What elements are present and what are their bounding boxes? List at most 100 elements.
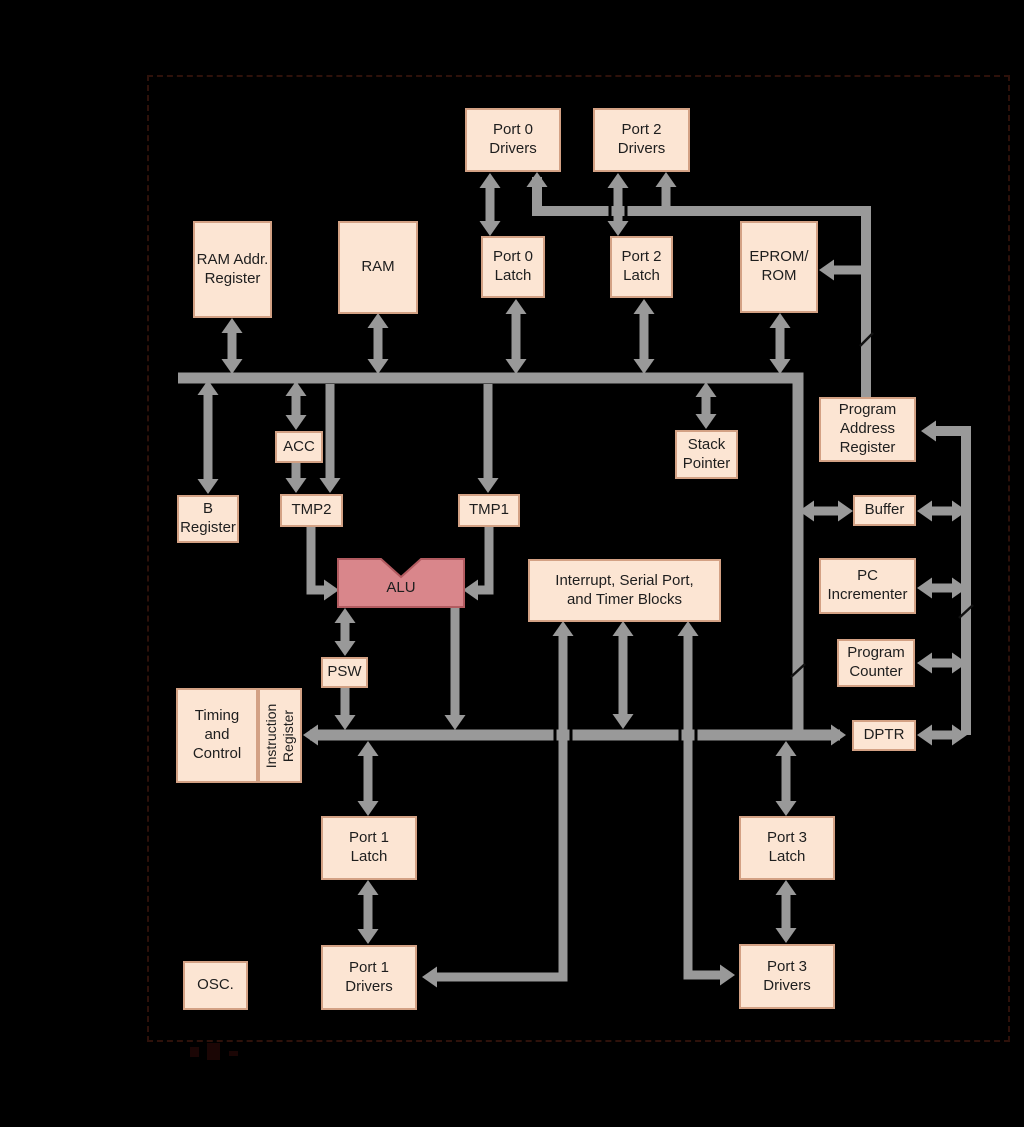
connector-trunk-right [929,426,971,735]
box-label: ALU [386,578,416,596]
box-label: Port 0 Drivers [489,121,537,157]
box-port-1-latch: Port 1 Latch [321,816,417,880]
arrowhead-alu-psw [334,608,356,623]
arrowhead-ram-addr-bus [221,359,243,374]
arrowhead-port1-latch-drivers [357,880,379,895]
box-label: OSC. [197,976,234,994]
arrowhead-port1-latch-bus [357,741,379,756]
box-label: Instruction Register [263,703,296,768]
box-label: RAM [361,258,395,276]
arrowhead-dptr-right [952,724,967,746]
box-interrupt-serial-timer: Interrupt, Serial Port, and Timer Blocks [528,559,721,622]
arrowhead-port3-latch-drivers [775,928,797,943]
connector-bus-main [178,372,804,733]
arrowhead-interrupt-port1-drivers [422,966,437,988]
bus-width-slash [958,604,974,619]
box-label: Buffer [864,501,905,519]
arrowhead-buffer-right [952,500,967,522]
box-label: Program Counter [847,644,905,680]
box-label: RAM Addr. Register [196,250,269,287]
arrowhead-stack-pointer-bus [695,382,717,397]
arrowhead-bus-tmp1 [477,478,499,493]
box-label: TMP2 [291,501,332,519]
arrowhead-dptr-right [917,724,932,746]
box-label: Port 2 Latch [621,248,662,284]
arrowhead-ram-bus [367,313,389,328]
arrowhead-port1-latch-bus [357,801,379,816]
box-instruction-register: Instruction Register [258,688,302,783]
arrowhead-interrupt-port3-drivers [677,621,699,636]
box-label: Port 3 Drivers [763,957,811,994]
box-stack-pointer: Stack Pointer [675,430,738,479]
faint-caption-mark [207,1043,220,1060]
connector-tmp2-alu [306,526,326,595]
arrowhead-ram-addr-bus [221,318,243,333]
arrowhead-port0-latch-bus [505,359,527,374]
box-label: Port 1 Drivers [345,958,393,995]
arrowhead-eprom-address-feed [819,259,834,281]
box-label: TMP1 [468,501,509,519]
box-label: Program Address Register [838,401,897,456]
box-label: Port 1 Latch [348,829,390,865]
arrowhead-acc-tmp2 [285,478,307,493]
arrowhead-ram-bus [367,359,389,374]
diagram-dashed-frame [147,75,1010,1042]
arrowhead-interrupt-bus [612,621,634,636]
arrowhead-alu-psw [334,641,356,656]
arrowhead-program-counter-right [917,652,932,674]
box-eprom-rom: EPROM/ ROM [740,221,818,313]
arrowhead-eprom-bus [769,359,791,374]
box-tmp1: TMP1 [458,494,520,527]
alu-shape [337,558,465,608]
crossing-gap-tick [569,725,573,745]
box-label: Port 3 Latch [766,829,808,865]
box-label: PC Incrementer [827,567,908,603]
arrowhead-port2-drivers-latch [607,221,629,236]
arrowhead-pc-incrementer-right [917,577,932,599]
arrowhead-buffer-left [838,500,853,522]
box-buffer: Buffer [853,495,916,526]
connector-interrupt-port1-drivers [436,634,568,982]
arrowhead-port2-drivers-feed [655,172,677,187]
arrowhead-port3-latch-bus [775,801,797,816]
crossing-gap-tick [624,201,628,221]
box-port-0-drivers: Port 0 Drivers [465,108,561,172]
crossing-gap-tick [608,201,612,221]
box-port-2-drivers: Port 2 Drivers [593,108,690,172]
box-port-1-drivers: Port 1 Drivers [321,945,417,1010]
arrowhead-b-register-bus [197,380,219,395]
arrowhead-interrupt-port1-drivers [552,621,574,636]
box-port-0-latch: Port 0 Latch [481,236,545,298]
box-label: EPROM/ ROM [749,248,809,284]
arrowhead-interrupt-port3-drivers [720,964,735,986]
crossing-gap-tick [694,725,698,745]
box-label: B Register [180,500,236,536]
arrowhead-port0-latch-bus [505,299,527,314]
box-pc-incrementer: PC Incrementer [819,558,916,614]
arrowhead-port1-latch-drivers [357,929,379,944]
box-port-3-latch: Port 3 Latch [739,816,835,880]
arrowhead-eprom-bus [769,313,791,328]
box-program-address-register: Program Address Register [819,397,916,462]
arrowhead-stack-pointer-bus [695,414,717,429]
arrowhead-buffer-left [799,500,814,522]
box-ram-addr-register: RAM Addr. Register [193,221,272,318]
arrowhead-interrupt-bus [612,714,634,729]
box-port-3-drivers: Port 3 Drivers [739,944,835,1009]
arrowhead-tmp1-alu [463,579,478,601]
box-label: Stack Pointer [682,435,731,472]
arrowhead-port2-drivers-latch [607,173,629,188]
box-alu: ALU [337,558,465,608]
arrowhead-port0-drivers-latch [479,173,501,188]
arrowhead-tmp2-alu [324,579,339,601]
box-label: ACC [283,437,315,455]
arrowhead-trunk-right [921,420,936,442]
arrowhead-alu-bus [444,715,466,730]
arrowhead-port2-latch-bus [633,359,655,374]
arrowhead-pc-incrementer-right [952,577,967,599]
arrowhead-buffer-right [917,500,932,522]
arrowhead-acc-bus [285,415,307,430]
faint-caption-mark [190,1047,199,1057]
crossing-gap-tick [553,725,557,745]
